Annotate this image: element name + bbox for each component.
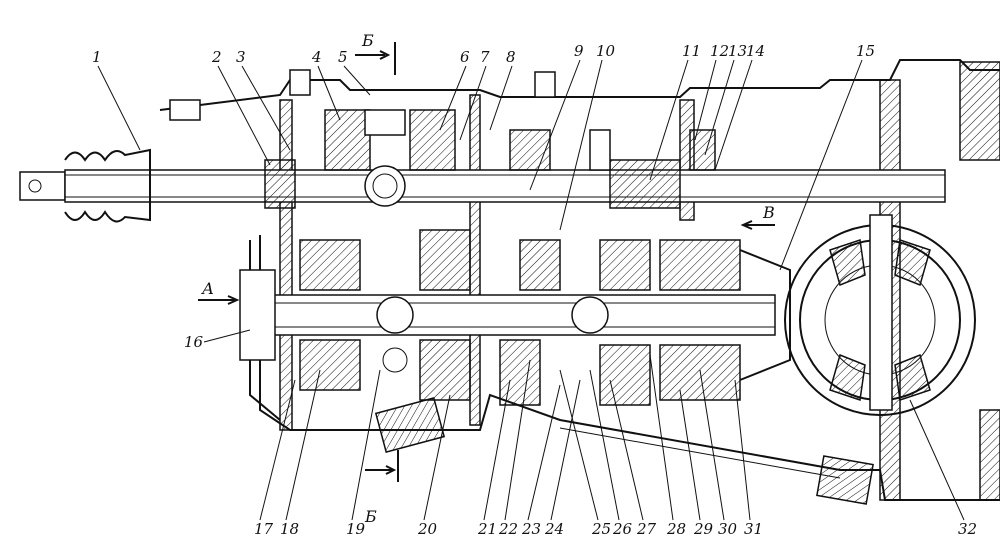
leader-line-12 (694, 59, 717, 141)
differential (784, 214, 976, 416)
callout-8: 8 (506, 48, 516, 66)
callout-24: 24 (544, 520, 564, 538)
leader-line-17 (259, 379, 296, 521)
leader-line-23 (527, 384, 561, 521)
callout-16: 16 (184, 333, 204, 351)
section-marks: Б Б А В (198, 31, 775, 526)
callout-18: 18 (280, 520, 299, 538)
callout-14: 14 (746, 42, 765, 60)
callout-11: 11 (682, 42, 701, 60)
callout-25: 25 (591, 520, 611, 538)
leader-line-14 (714, 59, 753, 171)
callout-32: 32 (958, 520, 977, 538)
leader-line-8 (489, 65, 513, 131)
callout-13: 13 (728, 42, 747, 60)
leader-line-20 (423, 394, 451, 521)
callout-7: 7 (480, 48, 490, 66)
callout-20: 20 (417, 520, 438, 538)
leader-line-32 (909, 399, 965, 521)
leader-line-26 (589, 369, 620, 521)
leader-line-16 (203, 329, 251, 343)
leader-line-10 (559, 59, 603, 231)
callout-5: 5 (338, 48, 348, 66)
callout-21: 21 (477, 520, 497, 538)
callout-6: 6 (460, 48, 470, 66)
callout-30: 30 (718, 520, 738, 538)
leader-line-19 (351, 369, 381, 521)
section-mark-top: Б (361, 31, 374, 50)
leader-line-4 (317, 65, 341, 121)
lower-shaft (239, 229, 874, 505)
leader-line-13 (704, 59, 735, 156)
leader-line-1 (97, 65, 141, 151)
callout-31: 31 (744, 520, 763, 538)
leader-line-21 (483, 379, 511, 521)
leader-line-31 (734, 379, 751, 521)
view-arrow-v-label: В (762, 203, 775, 222)
callout-29: 29 (693, 520, 714, 538)
callout-17: 17 (254, 520, 274, 538)
leader-line-15 (779, 59, 863, 271)
callout-15: 15 (856, 42, 875, 60)
callout-9: 9 (574, 42, 584, 60)
section-mark-bottom: Б (364, 507, 377, 526)
leader-line-2 (217, 65, 271, 166)
leader-line-22 (504, 359, 531, 521)
leader-line-9 (529, 59, 581, 191)
leader-line-29 (679, 389, 701, 521)
callout-leaders (97, 59, 965, 521)
callout-19: 19 (346, 520, 366, 538)
leader-line-6 (439, 65, 467, 131)
callout-1: 1 (92, 48, 102, 66)
callout-26: 26 (612, 520, 633, 538)
callout-23: 23 (521, 520, 541, 538)
callout-2: 2 (211, 48, 222, 66)
view-arrow-a-label: А (201, 279, 214, 298)
callout-3: 3 (236, 48, 246, 66)
leader-line-27 (609, 379, 644, 521)
leader-line-30 (699, 369, 725, 521)
callout-27: 27 (636, 520, 657, 538)
leader-line-24 (550, 379, 581, 521)
callout-4: 4 (311, 48, 322, 66)
leader-line-5 (343, 65, 371, 96)
leader-line-7 (459, 65, 487, 141)
upper-shaft (19, 69, 946, 223)
leader-line-25 (559, 369, 599, 521)
leader-line-3 (241, 65, 291, 151)
callout-12: 12 (710, 42, 729, 60)
leader-line-28 (649, 354, 674, 521)
callout-10: 10 (596, 42, 616, 60)
leader-line-11 (649, 59, 689, 181)
leader-line-18 (285, 369, 321, 521)
callout-22: 22 (498, 520, 518, 538)
callout-28: 28 (666, 520, 686, 538)
